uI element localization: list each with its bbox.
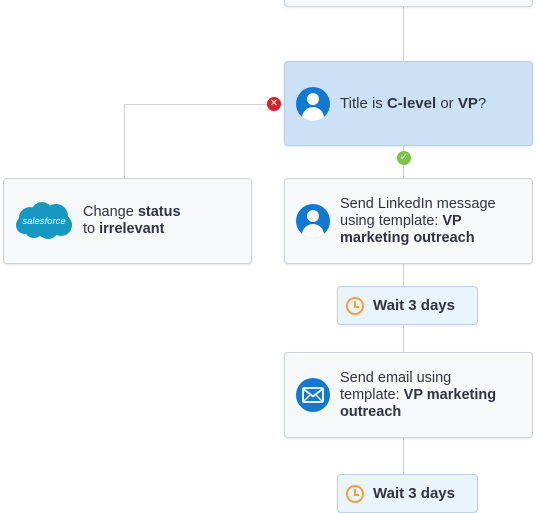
clock-icon [346,296,364,315]
condition-text: Title is C-level or VP? [340,95,487,112]
wait-label: Wait 3 days [373,297,455,314]
condition-card[interactable]: Title is C-level or VP? [284,61,533,146]
wait-step[interactable]: Wait 3 days [337,286,478,325]
salesforce-action-text: Change status to irrelevant [83,204,181,237]
connector-no-vertical [124,104,125,179]
linkedin-step-text: Send LinkedIn message using template: VP… [340,195,496,246]
salesforce-logo-text: salesforce [22,216,65,227]
email-step-text: Send email using template: VP marketing … [340,369,497,420]
connector-email-wait [403,437,404,475]
wait-label: Wait 3 days [373,485,455,502]
salesforce-logo-icon: salesforce [16,202,72,239]
check-circle-icon[interactable]: ✓ [397,151,411,165]
user-icon [296,86,330,121]
envelope-icon [296,378,330,412]
email-step-card[interactable]: Send email using template: VP marketing … [284,352,533,438]
previous-step-card[interactable] [284,0,533,7]
user-icon [296,204,330,238]
connector-linkedin-wait [403,263,404,287]
x-circle-icon[interactable]: ✕ [267,97,281,111]
salesforce-action-card[interactable]: salesforce Change status to irrelevant [3,178,252,264]
linkedin-step-card[interactable]: Send LinkedIn message using template: VP… [284,178,533,264]
wait-step[interactable]: Wait 3 days [337,474,478,513]
connector-no-horizontal [124,104,274,105]
connector-wait-email [403,324,404,353]
clock-icon [346,484,364,503]
connector-top [403,0,404,62]
